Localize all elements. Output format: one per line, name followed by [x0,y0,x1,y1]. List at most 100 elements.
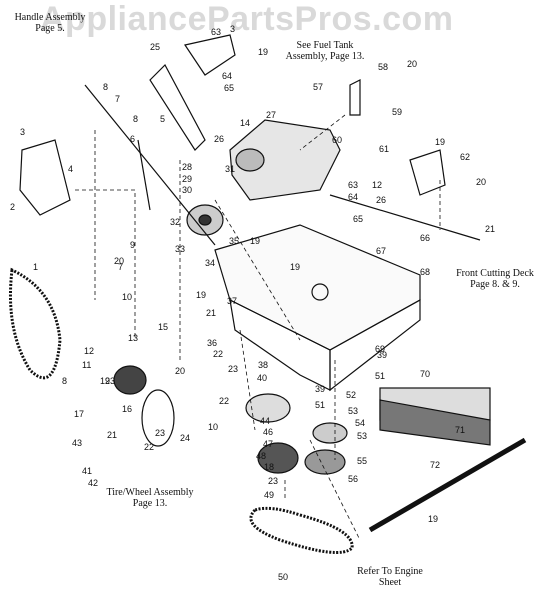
callout-69: 69 [375,344,385,354]
note-tire-line-1: Tire/Wheel Assembly [106,487,194,498]
callout-35: 35 [229,236,239,246]
callout-5: 5 [160,114,165,124]
callout-1: 1 [33,262,38,272]
callout-8: 8 [103,82,108,92]
callout-18: 18 [264,462,274,472]
callout-63: 63 [348,180,358,190]
callout-52: 52 [346,390,356,400]
bracket-59 [349,79,361,116]
note-front-cutting-deck: Front Cutting Deck Page 8. & 9. [445,268,545,290]
note-engine-line-2: Sheet [378,577,402,588]
callout-16: 16 [122,404,132,414]
callout-19: 19 [258,47,268,57]
note-tire-wheel: Tire/Wheel Assembly Page 13. [95,487,205,509]
callout-38: 38 [258,360,268,370]
callout-70: 70 [420,369,430,379]
callout-49: 49 [264,490,274,500]
callout-43: 43 [72,438,82,448]
callout-41: 41 [82,466,92,476]
callout-20: 20 [114,256,124,266]
shift-rod [137,139,151,211]
belt-1 [9,267,62,380]
pulley-55 [304,449,346,475]
transmission [229,119,341,201]
callout-26: 26 [214,134,224,144]
callout-21: 21 [206,308,216,318]
callout-13: 13 [128,333,138,343]
callout-30: 30 [182,185,192,195]
scraper-71 [379,399,491,446]
callout-10: 10 [208,422,218,432]
callout-23: 23 [155,428,165,438]
callout-10: 10 [122,292,132,302]
wheel-hub [113,365,147,395]
callout-58: 58 [378,62,388,72]
callout-12: 12 [84,346,94,356]
callout-26: 26 [376,195,386,205]
note-tire-line-2: Page 13. [132,498,168,509]
chassis-side [329,298,421,392]
callout-19: 19 [290,262,300,272]
callout-19: 19 [250,236,260,246]
note-fuel-line-1: See Fuel Tank [296,40,354,51]
callout-36: 36 [207,338,217,348]
callout-8: 8 [62,376,67,386]
callout-19: 19 [100,376,110,386]
callout-62: 62 [460,152,470,162]
callout-31: 31 [225,164,235,174]
callout-54: 54 [355,418,365,428]
callout-64: 64 [222,71,232,81]
callout-19: 19 [435,137,445,147]
note-handle-line-2: Page 5. [35,23,65,34]
callout-19: 19 [196,290,206,300]
callout-20: 20 [175,366,185,376]
callout-32: 32 [170,217,180,227]
callout-15: 15 [158,322,168,332]
callout-4: 4 [68,164,73,174]
callout-72: 72 [430,460,440,470]
chassis-hole [311,283,329,301]
callout-9: 9 [130,240,135,250]
callout-20: 20 [407,59,417,69]
transmission-cap [235,148,265,172]
callout-33: 33 [175,244,185,254]
callout-34: 34 [205,258,215,268]
callout-61: 61 [379,144,389,154]
callout-7: 7 [118,262,123,272]
note-deck-line-1: Front Cutting Deck [456,268,534,279]
callout-14: 14 [240,118,250,128]
callout-67: 67 [376,246,386,256]
callout-51: 51 [315,400,325,410]
callout-layer: 1233456778889101011121213141516171819191… [10,24,495,582]
callout-59: 59 [392,107,402,117]
bracket-62 [409,149,446,196]
callout-37: 37 [227,296,237,306]
pulley-44 [245,393,291,423]
callout-66: 66 [420,233,430,243]
callout-17: 17 [74,409,84,419]
callout-60: 60 [332,135,342,145]
callout-28: 28 [182,162,192,172]
callout-71: 71 [455,425,465,435]
callout-65: 65 [224,83,234,93]
callout-53: 53 [348,406,358,416]
axle-72 [368,437,527,533]
callout-44: 44 [260,416,270,426]
note-deck-line-2: Page 8. & 9. [470,279,520,290]
pulley-18 [257,442,299,474]
callout-12: 12 [372,180,382,190]
callout-27: 27 [266,110,276,120]
callout-65: 65 [353,214,363,224]
callout-56: 56 [348,474,358,484]
callout-20: 20 [476,177,486,187]
callout-57: 57 [313,82,323,92]
wheel-flange [141,389,175,447]
callout-23: 23 [228,364,238,374]
callout-23: 23 [268,476,278,486]
callout-46: 46 [263,427,273,437]
chassis-plate [214,224,421,351]
callout-29: 29 [182,174,192,184]
callout-51: 51 [375,371,385,381]
